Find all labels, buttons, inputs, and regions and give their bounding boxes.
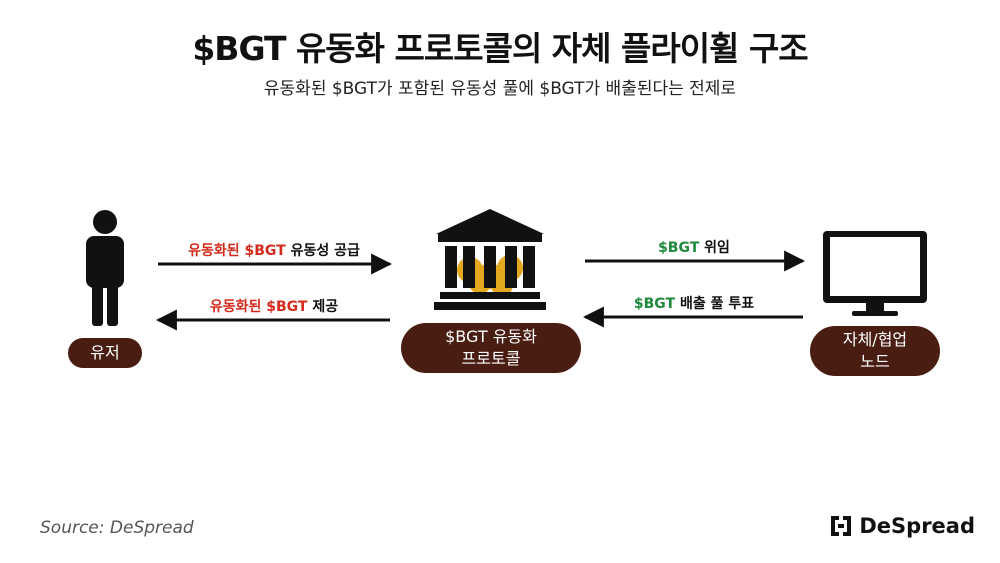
bank-icon <box>434 209 546 310</box>
arrow-delegate-label: $BGT 위임 <box>585 237 803 257</box>
delegate-label-action: 위임 <box>699 240 730 256</box>
protocol-label-line2: 프로토콜 <box>461 349 521 368</box>
arrow-supply-label: 유동화된 $BGT 유동성 공급 <box>158 240 390 260</box>
vote-label-action: 배출 풀 투표 <box>675 296 755 312</box>
arrow-provide-label: 유동화된 $BGT 제공 <box>158 296 390 316</box>
provide-label-token: 유동화된 $BGT <box>209 299 308 315</box>
supply-label-token: 유동화된 $BGT <box>188 243 286 259</box>
vote-label-token: $BGT <box>633 296 676 312</box>
arrow-vote-label: $BGT 배출 풀 투표 <box>585 293 803 313</box>
protocol-label-line1: $BGT 유동화 <box>445 327 537 346</box>
protocol-pill: $BGT 유동화 프로토콜 <box>401 323 581 373</box>
despread-logo-icon <box>831 516 852 536</box>
brand-name: DeSpread <box>859 514 975 538</box>
node-label-line2: 노드 <box>860 352 890 371</box>
user-label: 유저 <box>90 343 120 362</box>
provide-label-action: 제공 <box>307 299 339 315</box>
node-label-line1: 자체/협업 <box>842 330 908 349</box>
source-credit: Source: DeSpread <box>40 518 194 538</box>
user-pill: 유저 <box>68 338 142 368</box>
delegate-label-token: $BGT <box>658 240 700 256</box>
person-icon <box>86 210 124 326</box>
supply-label-action: 유동성 공급 <box>285 243 360 259</box>
node-pill: 자체/협업 노드 <box>810 326 940 376</box>
brand-logo: DeSpread <box>829 514 975 538</box>
page-title: $BGT 유동화 프로토콜의 자체 플라이휠 구조 <box>192 29 808 68</box>
monitor-icon <box>823 231 927 316</box>
page-subtitle: 유동화된 $BGT가 포함된 유동성 풀에 $BGT가 배출된다는 전제로 <box>263 79 737 99</box>
